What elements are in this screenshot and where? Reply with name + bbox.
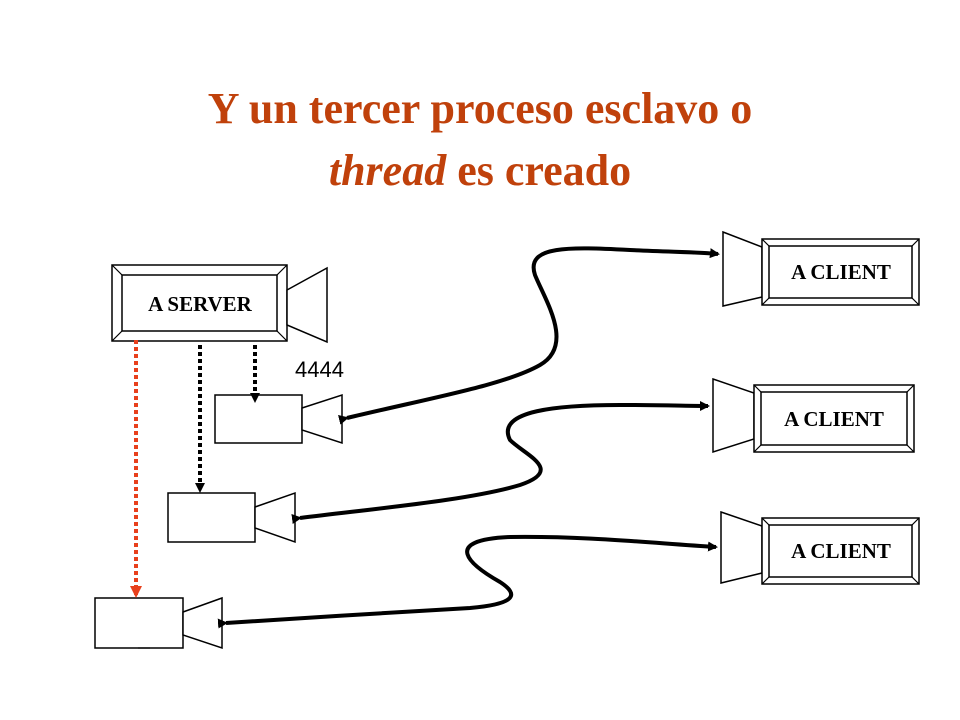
server-label: A SERVER [148, 292, 253, 316]
title-line-1: Y un tercer proceso esclavo o [207, 84, 753, 133]
client-process-3: A CLIENT [720, 510, 920, 585]
thread-process-1 [214, 393, 343, 445]
title-italic-word: thread [328, 146, 447, 195]
port-label: 4444 [295, 357, 344, 382]
client-process-2: A CLIENT [712, 377, 915, 454]
server-lens [286, 266, 328, 344]
client-label-3: A CLIENT [791, 539, 891, 563]
slide-title: Y un tercer proceso esclavo o thread es … [0, 78, 960, 202]
thread-process-2 [167, 491, 296, 544]
server-box-inner [121, 274, 278, 332]
client-label-1: A CLIENT [791, 260, 891, 284]
client-label-2: A CLIENT [784, 407, 884, 431]
client-process-1: A CLIENT [722, 230, 920, 307]
server-process: A SERVER [111, 264, 328, 344]
title-line-2-rest: es creado [446, 146, 632, 195]
connection-thread-1-client-1 [338, 246, 720, 425]
connection-thread-3-client-3 [217, 534, 718, 629]
connection-thread-2-client-2 [291, 400, 710, 524]
title-line-2: thread es creado [0, 140, 960, 202]
thread-process-3 [94, 596, 223, 650]
